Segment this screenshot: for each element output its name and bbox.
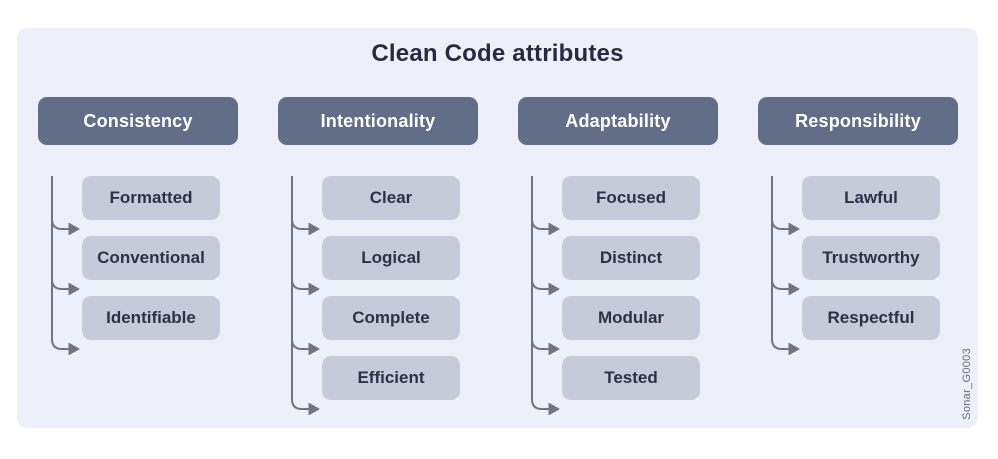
attribute-list: Lawful Trustworthy Respectful — [758, 176, 958, 355]
category-column-intentionality: Intentionality Clear Logical Complete Ef… — [278, 97, 478, 415]
attribute-box: Respectful — [802, 296, 940, 340]
category-header: Intentionality — [278, 97, 478, 145]
attribute-box: Lawful — [802, 176, 940, 220]
diagram-panel: Clean Code attributes Consistency Format… — [17, 28, 978, 428]
diagram-title: Clean Code attributes — [371, 40, 624, 67]
connector-arrows-icon — [51, 176, 80, 355]
attribute-list: Focused Distinct Modular Tested — [518, 176, 718, 415]
category-header: Adaptability — [518, 97, 718, 145]
category-header: Responsibility — [758, 97, 958, 145]
attribute-box: Tested — [562, 356, 700, 400]
attribute-box: Logical — [322, 236, 460, 280]
attribute-box: Distinct — [562, 236, 700, 280]
attribute-box: Formatted — [82, 176, 220, 220]
category-header: Consistency — [38, 97, 238, 145]
attribute-box: Efficient — [322, 356, 460, 400]
attribute-box: Conventional — [82, 236, 220, 280]
category-column-responsibility: Responsibility Lawful Trustworthy Respec… — [758, 97, 958, 400]
attribute-box: Trustworthy — [802, 236, 940, 280]
watermark-label: Sonar_G0003 — [961, 348, 973, 420]
category-column-adaptability: Adaptability Focused Distinct Modular Te… — [518, 97, 718, 415]
attribute-list: Clear Logical Complete Efficient — [278, 176, 478, 415]
attribute-box: Modular — [562, 296, 700, 340]
connector-arrows-icon — [771, 176, 800, 355]
category-columns: Consistency Formatted Conventional Ident… — [38, 97, 958, 415]
attribute-box: Clear — [322, 176, 460, 220]
attribute-box: Focused — [562, 176, 700, 220]
connector-arrows-icon — [291, 176, 320, 415]
attribute-list: Formatted Conventional Identifiable — [38, 176, 238, 355]
attribute-box: Identifiable — [82, 296, 220, 340]
category-column-consistency: Consistency Formatted Conventional Ident… — [38, 97, 238, 400]
attribute-box: Complete — [322, 296, 460, 340]
connector-arrows-icon — [531, 176, 560, 415]
